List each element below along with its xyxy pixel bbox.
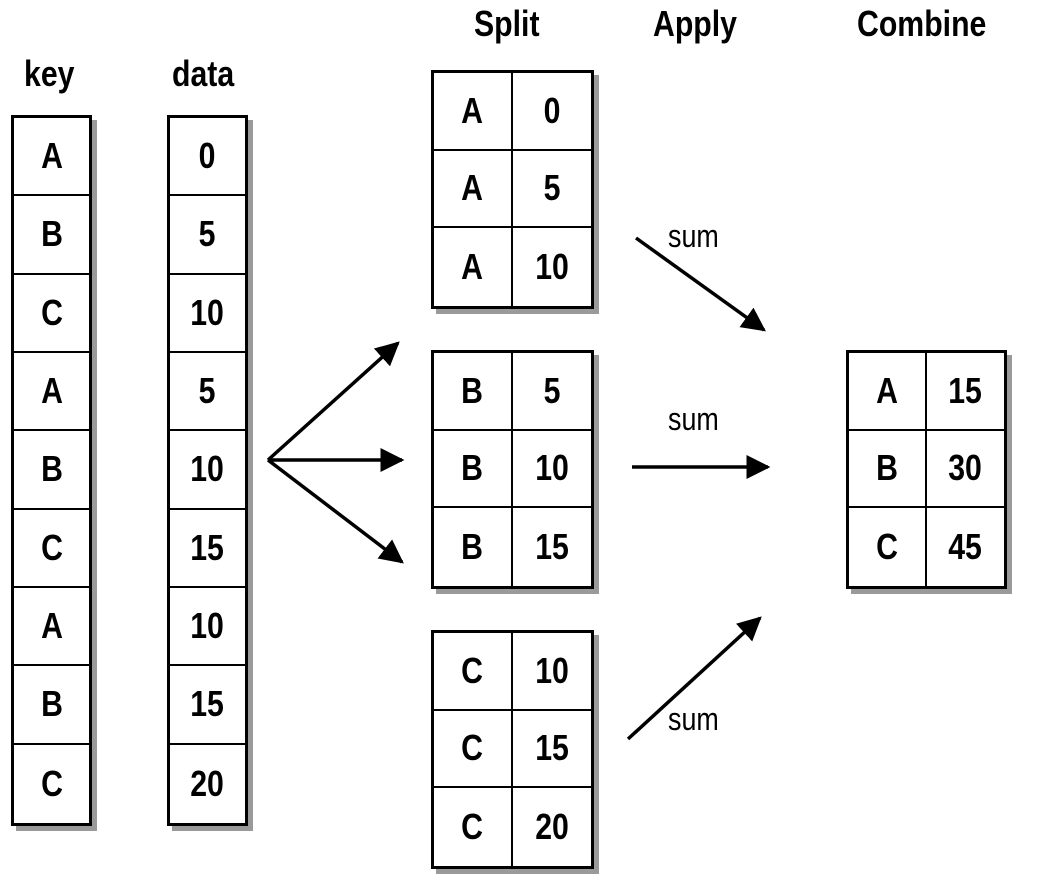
key-cell: A: [14, 353, 89, 432]
group-value-cell: 15: [512, 711, 591, 789]
key-cell: B: [14, 196, 89, 275]
group-value-cell: 5: [512, 353, 591, 431]
combined-value-cell: 15: [926, 353, 1004, 431]
data-cell: 0: [170, 118, 245, 197]
split-group-a: A 0 A 5 A 10: [431, 70, 594, 309]
key-cell: B: [14, 666, 89, 745]
data-cell: 10: [170, 431, 245, 510]
group-key-cell: A: [434, 228, 513, 306]
apply-arrow-c: [626, 616, 762, 741]
group-value-cell: 20: [534, 806, 569, 848]
key-column-table: A B C A B C A B C: [11, 115, 92, 826]
group-key-cell: A: [434, 73, 513, 151]
data-header: data: [172, 53, 235, 94]
combine-header: Combine: [857, 3, 987, 44]
group-key-cell: B: [434, 353, 513, 431]
group-key-cell: C: [434, 633, 513, 711]
group-value-cell: 0: [512, 73, 591, 151]
data-cell: 5: [170, 353, 245, 432]
apply-label-b: sum: [668, 401, 719, 437]
combined-value-cell: 45: [948, 526, 983, 568]
apply-label-a: sum: [668, 218, 719, 254]
data-cell: 10: [170, 275, 245, 353]
group-value-cell: 5: [512, 151, 591, 229]
group-key-cell: B: [434, 430, 513, 509]
group-value-cell: 10: [534, 246, 569, 288]
group-key-cell: C: [434, 788, 513, 866]
group-value-cell: 10: [512, 431, 591, 509]
split-header: Split: [474, 3, 540, 44]
key-cell: C: [14, 510, 89, 588]
key-header: key: [24, 53, 75, 94]
combined-value-cell: 30: [926, 431, 1004, 509]
data-cell: 20: [190, 762, 225, 804]
combined-key-cell: C: [849, 508, 927, 586]
group-key-cell: A: [434, 150, 513, 229]
split-group-b: B 5 B 10 B 15: [431, 350, 594, 589]
split-arrow-to-a: [266, 341, 400, 462]
group-value-cell: 15: [534, 526, 569, 568]
split-group-c: C 10 C 15 C 20: [431, 630, 594, 869]
key-cell: B: [14, 431, 89, 510]
group-key-cell: C: [434, 710, 513, 789]
combined-table: A 15 B 30 C 45: [846, 350, 1007, 589]
data-cell: 10: [170, 588, 245, 667]
apply-label-c: sum: [668, 701, 719, 737]
data-cell: 15: [170, 510, 245, 588]
key-cell: C: [40, 762, 63, 804]
apply-header: Apply: [653, 3, 738, 44]
key-cell: A: [14, 118, 89, 197]
apply-arrow-a: [634, 236, 766, 332]
group-key-cell: B: [434, 508, 513, 586]
data-column-table: 0 5 10 5 10 15 10 15 20: [167, 115, 248, 826]
split-arrow-to-c: [266, 458, 404, 564]
data-cell: 15: [170, 666, 245, 745]
key-cell: C: [14, 275, 89, 353]
key-cell: A: [14, 588, 89, 667]
group-value-cell: 10: [512, 633, 591, 711]
combined-key-cell: A: [849, 353, 927, 431]
data-cell: 5: [170, 196, 245, 275]
combined-key-cell: B: [849, 430, 927, 509]
